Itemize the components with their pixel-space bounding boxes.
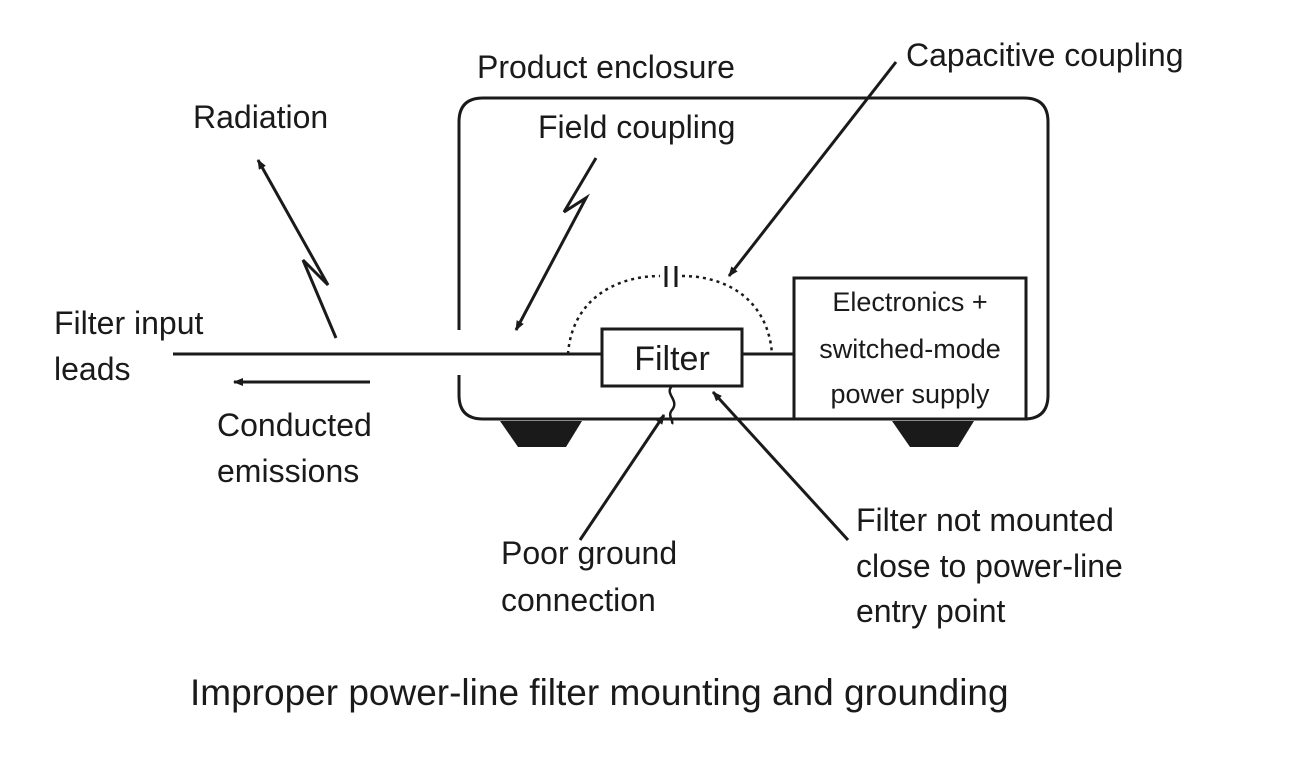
capacitive-coupling-arrow: [727, 61, 898, 277]
field-coupling-label: Field coupling: [538, 109, 735, 145]
field-coupling-arrow: [514, 157, 598, 331]
enclosure-foot-left: [500, 421, 582, 447]
diagram-caption: Improper power-line filter mounting and …: [190, 672, 1009, 713]
radiation-arrow: [256, 159, 338, 339]
poor-ground-label-line1: Poor ground: [501, 535, 677, 571]
conducted-emissions-label-line1: Conducted: [217, 407, 372, 443]
product-enclosure-outline: [457, 96, 1050, 421]
poor-ground-arrow: [578, 414, 666, 541]
poor-ground-label-line2: connection: [501, 582, 656, 618]
not-mounted-arrow: [711, 390, 850, 542]
filter-label: Filter: [634, 340, 710, 378]
not-mounted-label-line2: close to power-line: [856, 548, 1123, 584]
enclosure-foot-right: [892, 421, 974, 447]
filter-input-leads-label-line1: Filter input: [54, 305, 204, 341]
radiation-label: Radiation: [193, 99, 328, 135]
electronics-label-line3: power supply: [830, 379, 990, 409]
ground-wire-squiggle: [668, 385, 676, 425]
not-mounted-label-line1: Filter not mounted: [856, 502, 1114, 538]
conducted-emissions-label-line2: emissions: [217, 453, 359, 489]
filter-input-leads-label-line2: leads: [54, 351, 131, 387]
electronics-box: [792, 276, 1028, 421]
electronics-label-line2: switched-mode: [819, 334, 1001, 364]
capacitive-coupling-path-right: [681, 274, 774, 355]
product-enclosure-label: Product enclosure: [477, 49, 735, 85]
not-mounted-label-line3: entry point: [856, 593, 1006, 629]
capacitive-coupling-label: Capacitive coupling: [906, 37, 1184, 73]
electronics-label-line1: Electronics +: [832, 287, 987, 317]
